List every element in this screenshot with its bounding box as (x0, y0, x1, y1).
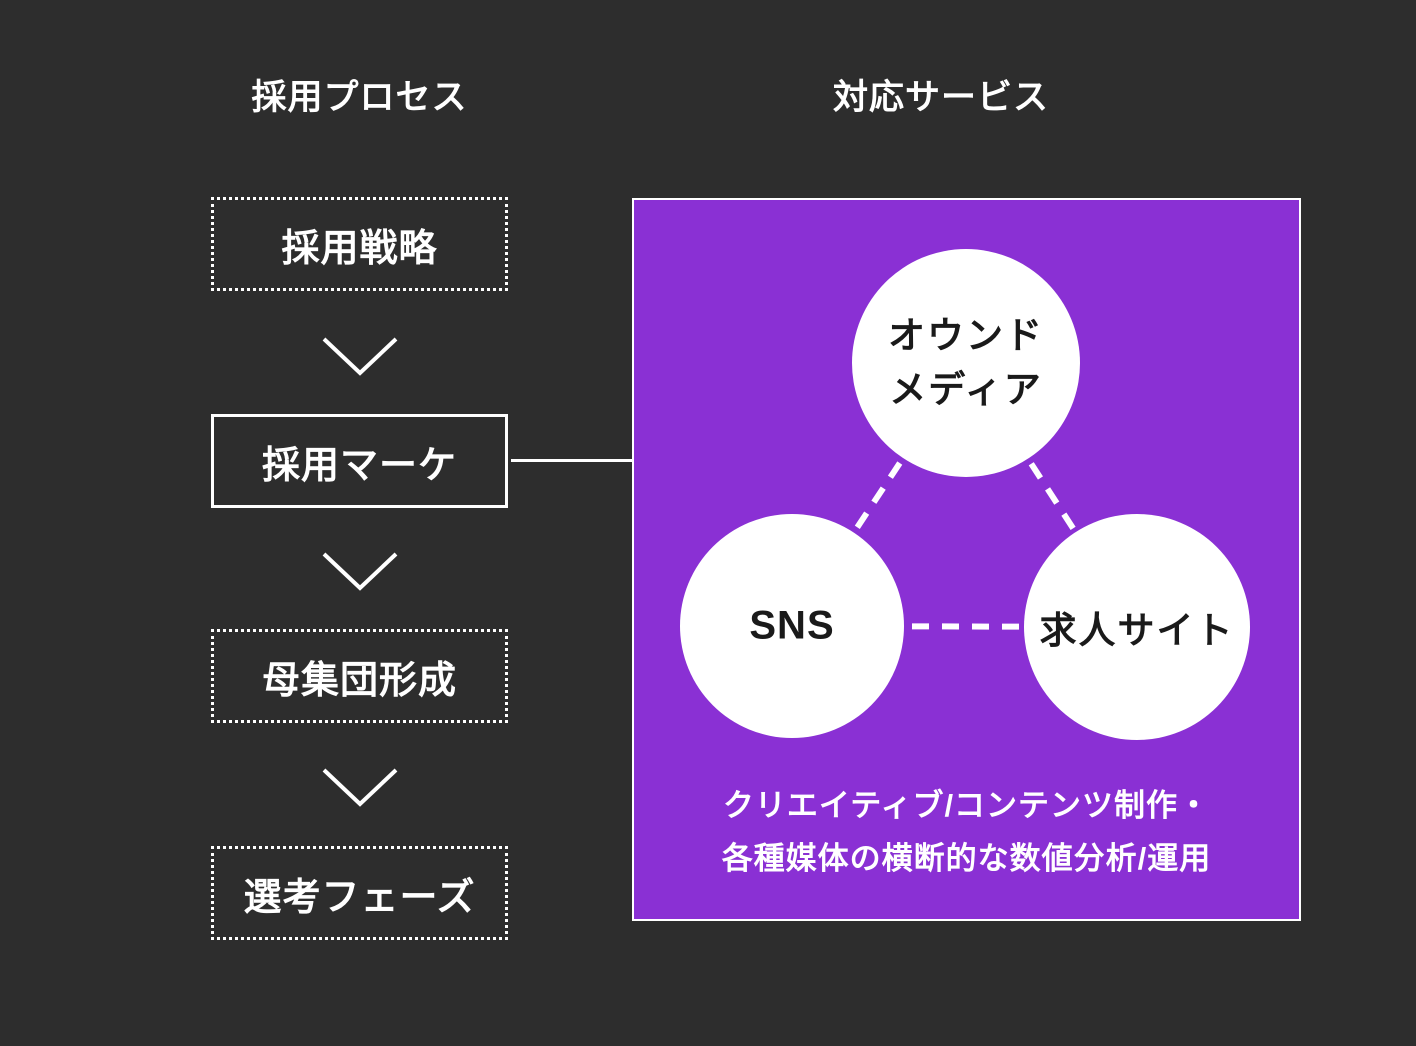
connector-line (511, 459, 634, 462)
process-step-candidate-pool: 母集団形成 (211, 629, 508, 723)
dashed-connection-line (963, 361, 1140, 629)
services-description-line2: 各種媒体の横断的な数値分析/運用 (721, 841, 1212, 876)
dashed-connection-line (789, 361, 969, 628)
owned-media-label-line1: オウンド (888, 315, 1044, 356)
chevron-down-icon (322, 768, 398, 807)
process-step-label: 採用マーケ (261, 444, 457, 487)
services-column-header: 対応サービス (832, 78, 1049, 117)
services-description-line1: クリエイティブ/コンテンツ制作・ (722, 788, 1211, 823)
owned-media-circle (852, 249, 1080, 477)
process-step-recruitment-marketing: 採用マーケ (211, 414, 508, 508)
sns-circle (680, 514, 904, 738)
service-connections-graphic (680, 249, 1250, 740)
process-step-label: 選考フェーズ (243, 876, 476, 919)
owned-media-label-line2: メディア (889, 369, 1043, 410)
process-step-label: 採用戦略 (281, 227, 438, 270)
services-description: クリエイティブ/コンテンツ制作・ 各種媒体の横断的な数値分析/運用 (634, 779, 1299, 885)
sns-label: SNS (749, 603, 835, 648)
process-step-selection-phase: 選考フェーズ (211, 846, 508, 940)
chevron-down-icon (322, 552, 398, 591)
services-panel: オウンド メディア SNS 求人サイト クリエイティブ/コンテンツ制作・ 各種媒… (632, 198, 1301, 921)
job-site-label: 求人サイト (1039, 610, 1235, 651)
chevron-down-icon (322, 337, 398, 376)
process-column-header: 採用プロセス (251, 78, 468, 117)
owned-media-label: オウンド メディア (888, 309, 1044, 417)
job-site-circle (1024, 514, 1250, 740)
process-step-recruitment-strategy: 採用戦略 (211, 197, 508, 291)
process-step-label: 母集団形成 (261, 659, 457, 702)
